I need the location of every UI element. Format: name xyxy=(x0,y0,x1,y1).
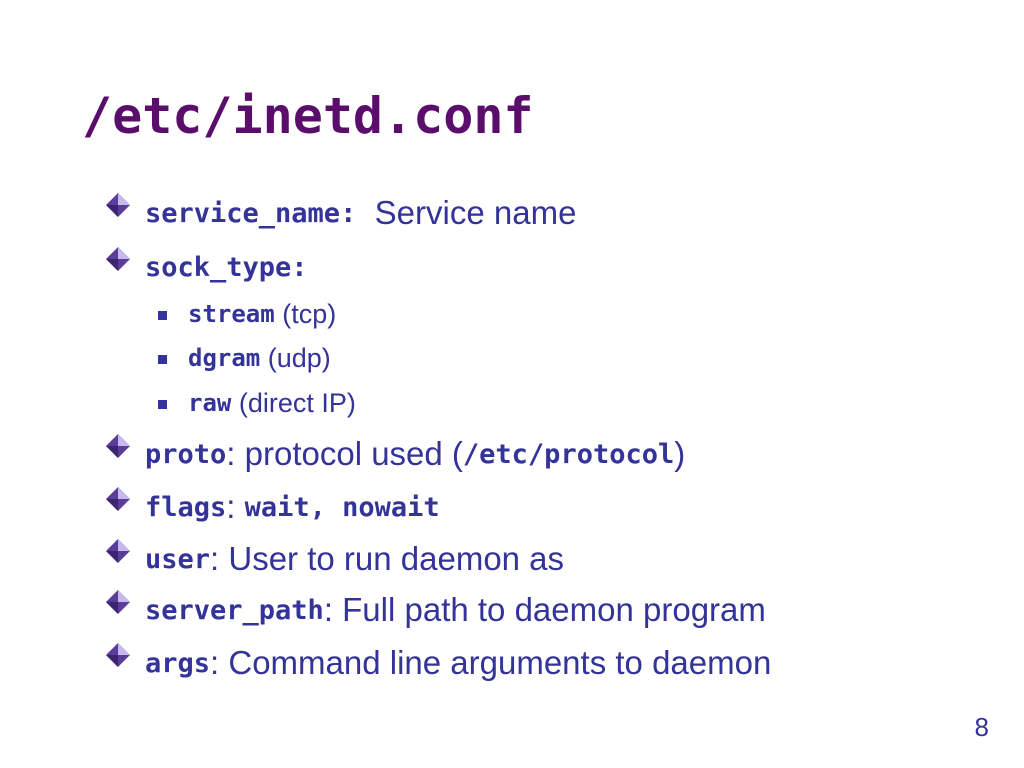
bullet-sock-type: sock_type: xyxy=(105,245,308,289)
item-code: service_name: xyxy=(145,197,357,229)
item-text: (udp) xyxy=(260,342,331,373)
item-code: raw xyxy=(188,389,232,417)
square-bullet-icon xyxy=(158,399,167,409)
item-text: ) xyxy=(674,435,686,472)
item-code: stream xyxy=(188,300,275,328)
item-sep: : xyxy=(226,488,245,525)
item-text: : Full path to daemon program xyxy=(323,591,766,628)
diamond-bullet-icon xyxy=(106,193,130,217)
bullet-user: user : User to run daemon as xyxy=(105,537,564,581)
bullet-args: args : Command line arguments to daemon xyxy=(105,641,771,685)
item-code: dgram xyxy=(188,344,261,372)
item-code: server_path xyxy=(145,594,324,626)
diamond-bullet-icon xyxy=(106,539,130,563)
item-text: : Command line arguments to daemon xyxy=(210,644,772,681)
sub-bullet-raw: raw (direct IP) xyxy=(158,385,356,421)
sub-bullet-dgram: dgram (udp) xyxy=(158,340,331,376)
item-text: (tcp) xyxy=(274,298,337,329)
item-code: user xyxy=(145,543,211,575)
slide-title: /etc/inetd.conf xyxy=(82,87,534,145)
item-text: (direct IP) xyxy=(231,387,356,418)
diamond-bullet-icon xyxy=(106,487,130,511)
item-code-path: /etc/protocol xyxy=(462,438,675,470)
square-bullet-icon xyxy=(158,354,167,364)
bullet-server-path: server_path : Full path to daemon progra… xyxy=(105,588,766,632)
item-code: sock_type: xyxy=(145,251,308,283)
diamond-bullet-icon xyxy=(106,643,130,667)
item-sep: : protocol used ( xyxy=(226,435,463,472)
item-text: : User to run daemon as xyxy=(210,540,565,577)
bullet-flags: flags : wait, nowait xyxy=(105,485,440,529)
diamond-bullet-icon xyxy=(106,590,130,614)
item-text: Service name xyxy=(356,194,577,231)
item-code-values: wait, nowait xyxy=(244,491,440,523)
item-code: proto xyxy=(145,438,227,470)
bullet-service-name: service_name: Service name xyxy=(105,191,576,235)
item-code: flags xyxy=(145,491,227,523)
bullet-proto: proto : protocol used ( /etc/protocol ) xyxy=(105,432,685,476)
diamond-bullet-icon xyxy=(106,247,130,271)
sub-bullet-stream: stream (tcp) xyxy=(158,296,336,332)
item-code: args xyxy=(145,647,211,679)
square-bullet-icon xyxy=(158,310,167,320)
diamond-bullet-icon xyxy=(106,434,130,458)
page-number: 8 xyxy=(974,712,989,742)
